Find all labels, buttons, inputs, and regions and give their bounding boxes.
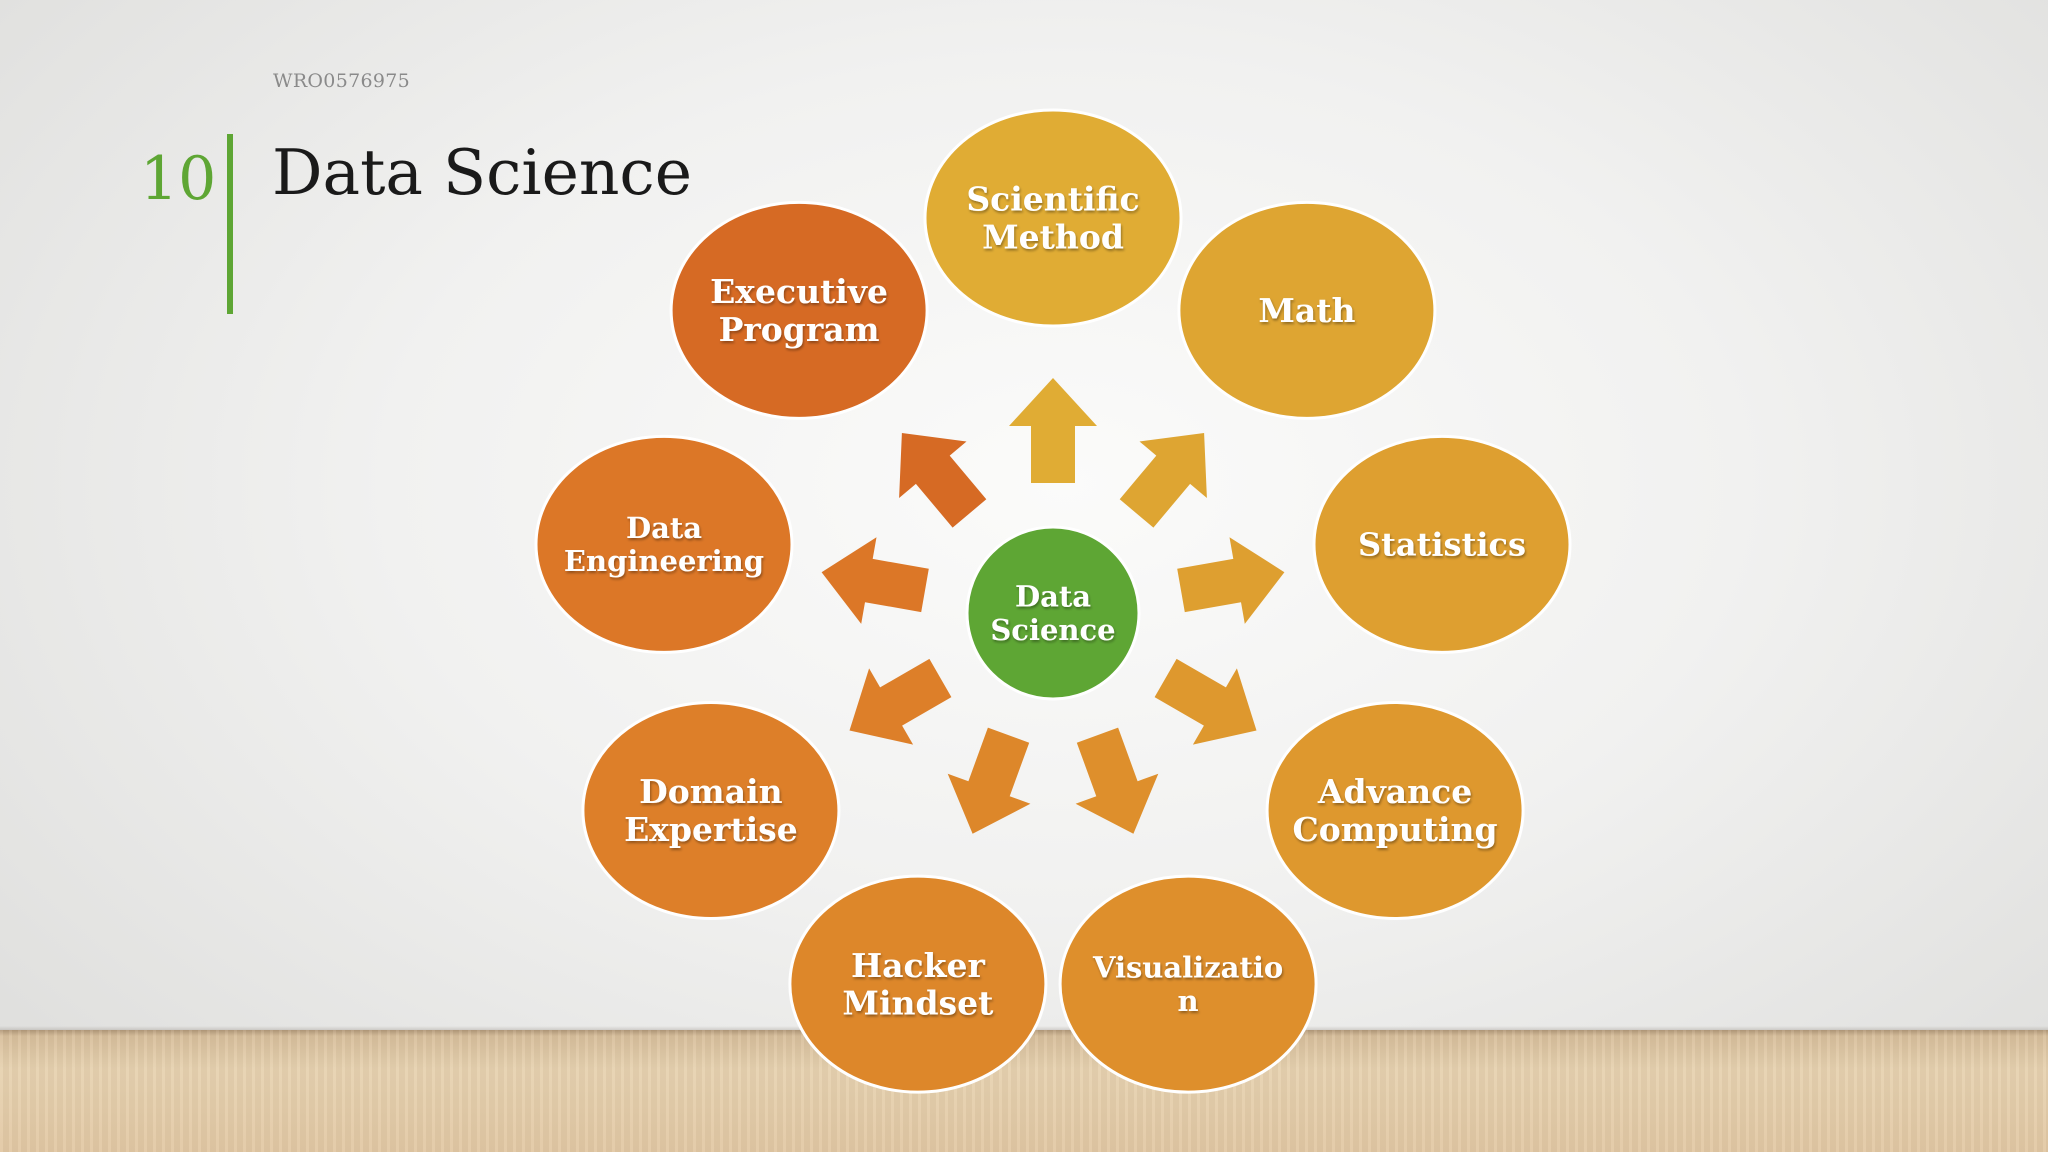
arrow-to-domain-expertise xyxy=(849,658,952,745)
node-visualization xyxy=(1058,874,1318,1094)
node-label-domain-expertise: Expertise xyxy=(624,810,798,849)
center-node-data-science xyxy=(965,525,1141,701)
node-scientific-method xyxy=(923,108,1183,328)
node-domain-expertise xyxy=(581,701,841,920)
node-label-statistics: Statistics xyxy=(1358,526,1526,564)
reference-code: WRO0576975 xyxy=(273,70,411,92)
node-math xyxy=(1177,200,1437,420)
arrow-to-statistics xyxy=(1177,537,1285,624)
node-data-engineering xyxy=(534,434,794,654)
node-label-visualization: n xyxy=(1178,984,1199,1018)
node-executive-program xyxy=(669,200,929,420)
center-node-label: Data xyxy=(1015,579,1091,613)
node-label-advance-computing: Computing xyxy=(1293,810,1498,849)
title-accent-bar xyxy=(227,134,233,314)
nodes-group: ScientificMethodMathStatisticsAdvanceCom… xyxy=(534,108,1572,1094)
center-node-label: Science xyxy=(990,613,1115,647)
arrow-to-executive-program xyxy=(899,433,987,528)
node-label-math: Math xyxy=(1258,291,1355,330)
node-label-advance-computing: Advance xyxy=(1317,772,1472,811)
node-label-data-engineering: Engineering xyxy=(564,544,764,578)
node-label-scientific-method: Method xyxy=(982,218,1124,257)
node-label-hacker-mindset: Mindset xyxy=(842,984,994,1023)
node-label-scientific-method: Scientific xyxy=(966,180,1139,219)
arrow-to-visualization xyxy=(1075,727,1159,834)
arrow-to-hacker-mindset xyxy=(947,727,1031,834)
node-label-executive-program: Program xyxy=(719,310,880,349)
wooden-floor xyxy=(0,1030,2048,1152)
arrow-to-data-engineering xyxy=(821,537,929,624)
node-label-hacker-mindset: Hacker xyxy=(851,946,986,985)
arrow-to-scientific-method xyxy=(1009,378,1097,483)
node-advance-computing xyxy=(1265,701,1525,920)
arrow-to-math xyxy=(1119,433,1207,528)
node-label-domain-expertise: Domain xyxy=(639,772,782,811)
slide-title: Data Science xyxy=(272,136,692,209)
node-label-executive-program: Executive xyxy=(710,272,888,311)
arrow-to-advance-computing xyxy=(1154,658,1257,745)
node-label-visualization: Visualizatio xyxy=(1092,951,1283,985)
arrows-group xyxy=(821,378,1285,834)
node-hacker-mindset xyxy=(788,874,1048,1094)
node-label-data-engineering: Data xyxy=(626,511,702,545)
slide-number: 10 xyxy=(140,144,217,214)
node-statistics xyxy=(1312,434,1572,654)
